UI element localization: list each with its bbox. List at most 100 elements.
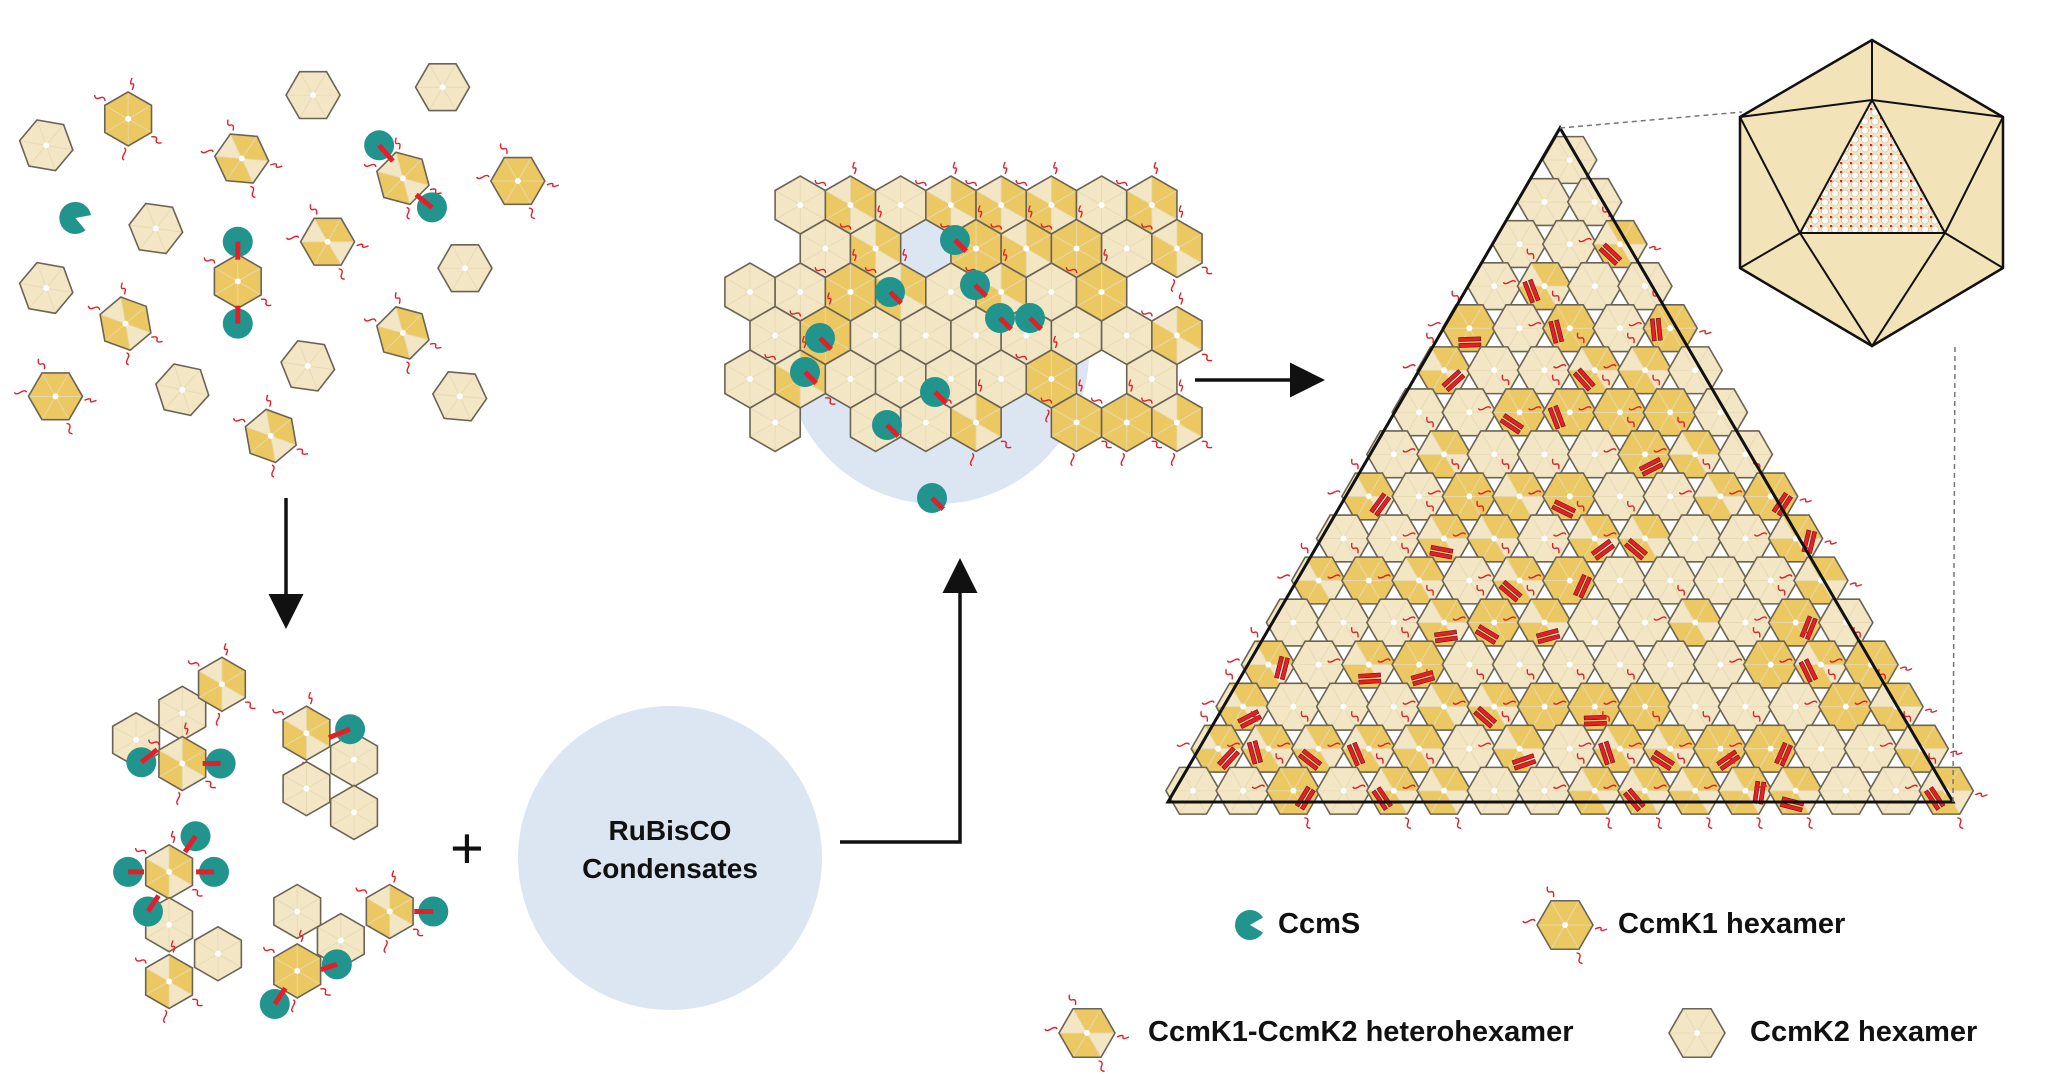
icosahedron-inset — [1738, 38, 2005, 348]
ccmk1-ccmk2-heterohexamer — [134, 940, 203, 1024]
ccmk1-ccmk2-heterohexamer — [1044, 994, 1130, 1073]
linker — [885, 423, 900, 438]
ccmk2-hexamer — [1692, 388, 1749, 437]
crosslink-pair — [1216, 746, 1241, 771]
ccmk2-hexamer — [1290, 640, 1347, 689]
ccmk2-hexamer — [1365, 682, 1422, 731]
inset-facet-triangle — [1798, 97, 1947, 234]
linker — [803, 370, 818, 385]
ccmk1-ccmk2-heterohexamer — [914, 161, 987, 249]
ccmk2-hexamer — [1566, 430, 1623, 479]
ccmk2-hexamer — [1642, 472, 1699, 521]
plus-sign: + — [450, 816, 484, 881]
ccmk2-hexamer — [1441, 388, 1498, 437]
ccmk2-hexamer — [1667, 682, 1724, 731]
ccmk2-hexamer — [1075, 175, 1128, 235]
ccmk2-hexamer — [1516, 177, 1573, 227]
ccmk2-hexamer — [849, 305, 902, 366]
ccmk2-hexamer — [1717, 682, 1774, 731]
ccmk1-hexamer — [1502, 669, 1586, 745]
ccmk2-hexamer — [1365, 598, 1422, 647]
crosslink-pair — [1237, 709, 1263, 729]
ccmk2-hexamer — [749, 392, 802, 453]
ccmk2-hexamer — [1265, 598, 1322, 647]
ccmk1-hexamer — [1729, 711, 1812, 787]
linker — [272, 986, 288, 1006]
ccmk2-hexamer — [1617, 261, 1673, 311]
ccmk2-hexamer — [1817, 766, 1874, 815]
linker — [377, 143, 395, 163]
ccmk2-hexamer — [1466, 430, 1523, 479]
crosslink-pair — [1358, 672, 1382, 685]
ccmk2-hexamer — [1441, 724, 1498, 773]
ccmk2-hexamer — [144, 896, 194, 953]
ccmk2-hexamer — [1516, 766, 1573, 815]
linker — [930, 496, 945, 511]
ccmk2-hexamer — [1491, 304, 1548, 353]
ccmk2-hexamer — [1817, 598, 1874, 647]
ccmk1-ccmk2-heterohexamer — [355, 870, 424, 954]
ccmk1-ccmk2-heterohexamer — [1141, 205, 1213, 293]
crosslink-pair — [1429, 544, 1454, 560]
crosslink-pair — [1499, 413, 1525, 435]
ccmk2-hexamer — [1100, 218, 1153, 279]
ccmk1-ccmk2-heterohexamer — [232, 394, 309, 478]
ccmk1-ccmk2-heterohexamer — [1452, 500, 1536, 577]
ccmk2-hexamer — [1717, 430, 1774, 479]
ccmk1-ccmk2-heterohexamer — [1377, 711, 1461, 787]
ccmk1-hexamer — [1628, 374, 1712, 451]
linker — [818, 336, 833, 351]
legend-ccmk1-label: CcmK1 hexamer — [1618, 908, 1846, 940]
ccmk2-hexamer — [437, 243, 493, 293]
linker — [888, 290, 903, 305]
crosslink-pair — [1511, 753, 1537, 771]
ccmk1-hexamer — [13, 358, 97, 435]
linker — [320, 961, 338, 972]
ccmk1-ccmk2-heterohexamer — [1603, 332, 1687, 409]
ccmk1-ccmk2-heterohexamer — [285, 204, 369, 280]
ccmk1-ccmk2-heterohexamer — [363, 292, 442, 375]
crosslink-pair — [1369, 492, 1392, 517]
ccmk2-hexamer — [1667, 514, 1724, 563]
linker — [145, 894, 161, 913]
crosslink-pair — [1346, 741, 1366, 767]
crosslink-pair — [1535, 628, 1561, 645]
linker — [328, 726, 351, 740]
crosslink-pair — [1547, 404, 1566, 430]
ccmk1-ccmk2-heterohexamer — [1678, 458, 1762, 535]
ccmk2-hexamer — [414, 63, 471, 112]
ccmk1-ccmk2-heterohexamer — [200, 119, 283, 199]
crosslink-pair — [1548, 319, 1565, 344]
ccmk2-hexamer — [1592, 556, 1648, 605]
ccmk1-ccmk2-heterohexamer — [1402, 416, 1486, 493]
crosslink-pair — [1798, 658, 1819, 684]
legend-ccms-label: CcmS — [1278, 908, 1361, 940]
ccmk2-hexamer — [1391, 388, 1448, 437]
ccmk1-ccmk2-heterohexamer — [1015, 161, 1087, 249]
ccmk2-hexamer — [1541, 640, 1598, 689]
ccmk2-hexamer — [431, 370, 488, 422]
ccmk2-hexamer — [1617, 598, 1673, 647]
ccmk1-hexamer — [1065, 248, 1137, 336]
ccmk2-hexamer — [18, 119, 74, 172]
ccmk1-ccmk2-heterohexamer — [1879, 711, 1963, 787]
ccmk2-hexamer — [1516, 514, 1573, 563]
ccmk1-ccmk2-heterohexamer — [363, 137, 442, 220]
crosslink-pair — [1297, 748, 1323, 771]
ccmk2-hexamer — [1692, 556, 1749, 605]
ccmk2-hexamer — [1592, 472, 1648, 521]
ccmk2-hexamer — [273, 883, 322, 940]
ccmk1-hexamer — [263, 929, 331, 1013]
facet-triangle-outline — [1165, 125, 1956, 804]
ccmk2-hexamer — [774, 175, 827, 235]
ccmk2-hexamer — [1868, 766, 1924, 815]
ccmk2-hexamer — [1215, 766, 1272, 815]
ccmk2-hexamer — [1717, 598, 1774, 647]
ccmk2-hexamer — [1592, 304, 1648, 353]
ccmk2-hexamer — [1566, 177, 1623, 227]
ccmk1-hexamer — [476, 143, 560, 220]
crosslink-pair — [1716, 749, 1741, 772]
ccmk2-hexamer — [874, 175, 927, 235]
ccmk2-hexamer — [285, 70, 342, 120]
ccmk2-hexamer — [1516, 346, 1573, 395]
